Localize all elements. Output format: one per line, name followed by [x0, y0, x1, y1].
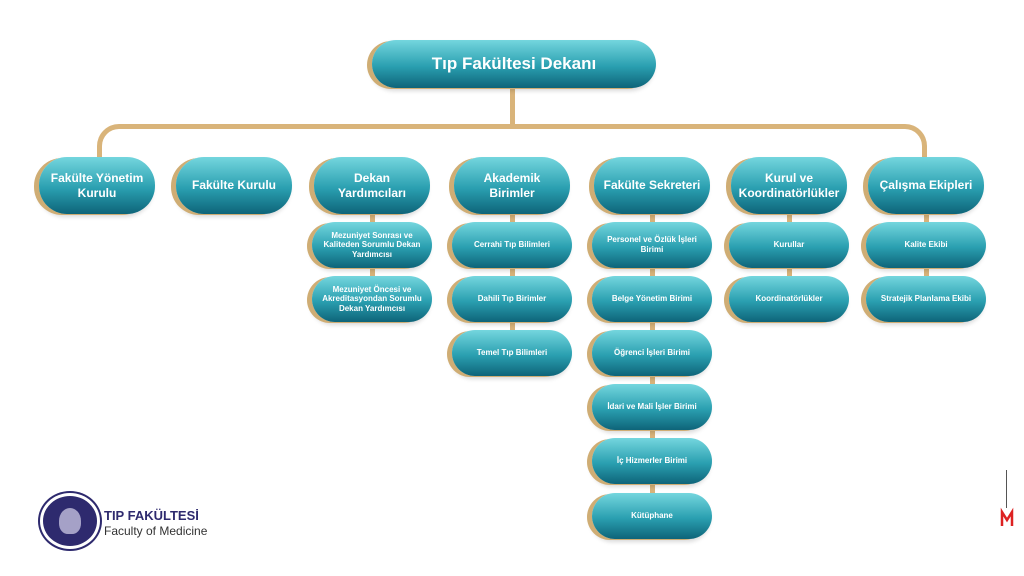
department-node: Fakülte Yönetim Kurulu: [39, 157, 155, 214]
unit-node: Koordinatörlükler: [729, 276, 849, 322]
mv-logo: [1000, 470, 1014, 526]
unit-node: Mezuniyet Öncesi ve Akreditasyondan Soru…: [312, 276, 432, 322]
unit-node: Kurullar: [729, 222, 849, 268]
unit-node: Belge Yönetim Birimi: [592, 276, 712, 322]
department-node: Fakülte Kurulu: [176, 157, 292, 214]
department-node: Akademik Birimler: [454, 157, 570, 214]
faculty-title: TIP FAKÜLTESİ: [104, 508, 199, 523]
university-seal: [40, 493, 100, 549]
unit-node: Öğrenci İşleri Birimi: [592, 330, 712, 376]
branch-connector: [97, 124, 927, 164]
department-node: Dekan Yardımcıları: [314, 157, 430, 214]
unit-node: İdari ve Mali İşler Birimi: [592, 384, 712, 430]
department-node: Fakülte Sekreteri: [594, 157, 710, 214]
unit-node: Stratejik Planlama Ekibi: [866, 276, 986, 322]
unit-node: Personel ve Özlük İşleri Birimi: [592, 222, 712, 268]
unit-node: Dahili Tıp Birimler: [452, 276, 572, 322]
root-connector: [510, 86, 515, 126]
unit-node: Kütüphane: [592, 493, 712, 539]
faculty-subtitle: Faculty of Medicine: [104, 524, 208, 538]
unit-node: Temel Tıp Bilimleri: [452, 330, 572, 376]
department-node: Çalışma Ekipleri: [868, 157, 984, 214]
root-node: Tıp Fakültesi Dekanı: [372, 40, 656, 88]
department-node: Kurul ve Koordinatörlükler: [731, 157, 847, 214]
unit-node: İç Hizmerler Birimi: [592, 438, 712, 484]
unit-node: Kalite Ekibi: [866, 222, 986, 268]
unit-node: Mezuniyet Sonrası ve Kaliteden Sorumlu D…: [312, 222, 432, 268]
unit-node: Cerrahi Tıp Bilimleri: [452, 222, 572, 268]
